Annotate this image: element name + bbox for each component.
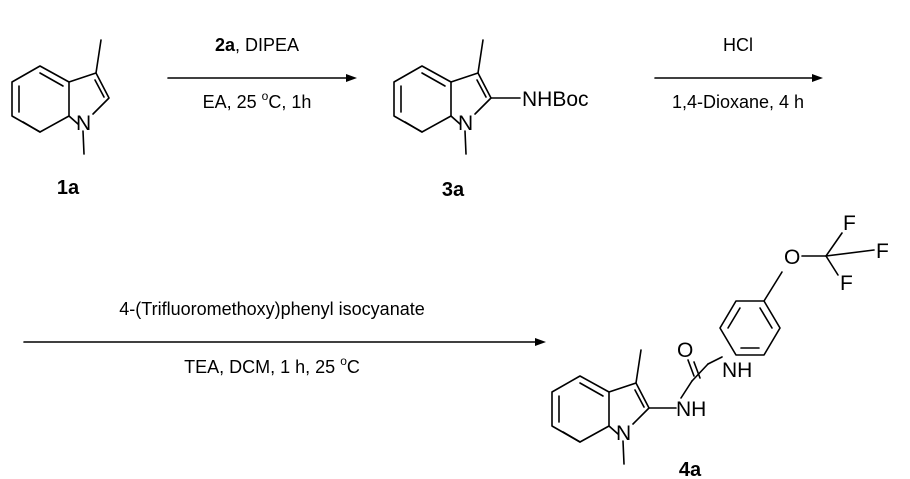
atom-f-4a-bottom: F — [840, 272, 853, 295]
arrow-head-1 — [346, 74, 357, 82]
atom-f-4a-top: F — [843, 212, 856, 235]
atom-o-4a-ether: O — [784, 246, 800, 269]
atom-nh-4a-aryl: NH — [722, 359, 752, 382]
atom-nh-4a-indole: NH — [676, 398, 706, 421]
compound-4a-structure: N NH O NH O F F F — [551, 212, 889, 465]
atom-n-4a: N — [616, 422, 631, 445]
atom-f-4a-right: F — [876, 240, 889, 263]
compound-label-4a: 4a — [679, 459, 702, 479]
compound-label-3a: 3a — [442, 179, 465, 201]
step2-conditions: 1,4-Dioxane, 4 h — [672, 92, 804, 112]
step1-conditions: EA, 25 oC, 1h — [203, 89, 312, 112]
step3-conditions: TEA, DCM, 1 h, 25 oC — [184, 354, 360, 377]
atom-n-3a: N — [458, 112, 473, 135]
step2-reagent: HCl — [723, 35, 753, 55]
atom-o-4a-carbonyl: O — [677, 339, 693, 362]
arrow-head-3 — [535, 338, 546, 346]
step1-reagents: 2a, DIPEA — [215, 35, 299, 55]
step3-reagent: 4-(Trifluoromethoxy)phenyl isocyanate — [119, 299, 424, 319]
atom-nhboc-3a: NHBoc — [522, 88, 589, 111]
compound-label-1a: 1a — [57, 177, 80, 199]
arrow-head-2 — [812, 74, 823, 82]
compound-3a-structure: N NHBoc — [393, 39, 589, 155]
compound-1a-structure: N — [11, 39, 110, 155]
atom-n-1a: N — [76, 112, 91, 135]
